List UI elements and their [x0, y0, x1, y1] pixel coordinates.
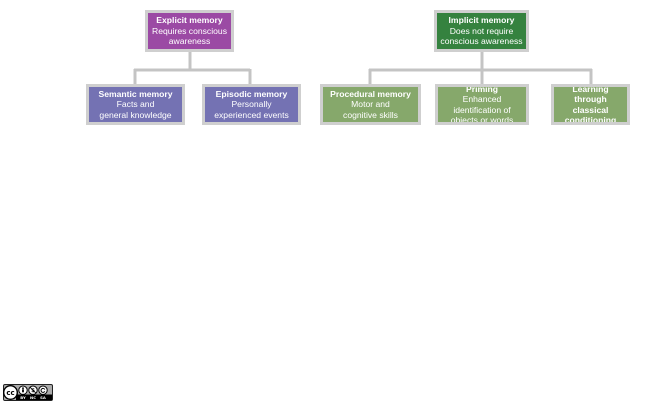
episodic-memory-desc: Personally experienced events: [214, 99, 289, 120]
episodic-memory-box: Episodic memory Personally experienced e…: [202, 84, 301, 125]
license-label-by: BY: [20, 395, 26, 400]
explicit-memory-title: Explicit memory: [156, 15, 223, 26]
priming-box: Priming Enhanced identification of objec…: [435, 84, 529, 125]
license-label-sa: SA: [40, 395, 46, 400]
svg-text:cc: cc: [6, 389, 14, 397]
classical-conditioning-title: Learning through classical conditioning: [564, 84, 617, 125]
episodic-memory-title: Episodic memory: [215, 88, 288, 99]
semantic-memory-box: Semantic memory Facts and general knowle…: [86, 84, 185, 125]
priming-title: Priming: [466, 84, 498, 94]
classical-conditioning-box: Learning through classical conditioning: [551, 84, 630, 125]
implicit-memory-title: Implicit memory: [448, 15, 515, 26]
procedural-memory-desc: Motor and cognitive skills: [343, 99, 398, 120]
procedural-memory-box: Procedural memory Motor and cognitive sk…: [320, 84, 421, 125]
svg-text:$: $: [31, 388, 35, 394]
explicit-memory-box: Explicit memory Requires conscious aware…: [145, 10, 234, 52]
creative-commons-by-nc-sa-icon: cc $ BY NC SA: [3, 384, 53, 401]
priming-desc: Enhanced identification of objects or wo…: [450, 94, 514, 125]
implicit-memory-desc: Does not require conscious awareness: [440, 25, 523, 47]
procedural-memory-title: Procedural memory: [330, 88, 411, 99]
implicit-memory-box: Implicit memory Does not require conscio…: [434, 10, 529, 52]
semantic-memory-title: Semantic memory: [98, 88, 173, 99]
explicit-memory-desc: Requires conscious awareness: [152, 25, 227, 47]
license-label-nc: NC: [30, 395, 36, 400]
semantic-memory-desc: Facts and general knowledge: [99, 99, 172, 120]
